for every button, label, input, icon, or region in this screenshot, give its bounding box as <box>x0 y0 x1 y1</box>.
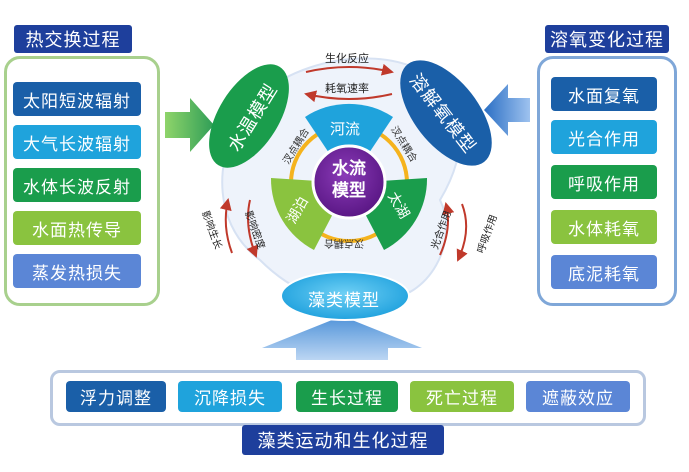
top-arrow-right <box>305 63 394 76</box>
right-arrow-down <box>456 203 468 262</box>
left-item-4: 蒸发热损失 <box>13 254 141 288</box>
top-label-1: 耗氧速率 <box>325 82 369 95</box>
bottom-arrow <box>262 316 422 360</box>
top-label-0: 生化反应 <box>325 52 369 65</box>
bottom-item-0: 浮力调整 <box>66 381 166 412</box>
right-item-2: 呼吸作用 <box>551 165 657 199</box>
bottom-item-1: 沉降损失 <box>178 381 282 412</box>
right-item-1: 光合作用 <box>551 120 657 154</box>
left-arrow-down <box>246 199 258 258</box>
bottom-panel-header: 藻类运动和生化过程 <box>242 425 444 455</box>
core-label: 水流模型 <box>322 158 376 202</box>
right-arrow <box>484 84 530 136</box>
left-arrow-up <box>219 198 233 254</box>
core-circle <box>311 144 387 220</box>
bottom-item-4: 遮蔽效应 <box>526 381 630 412</box>
left-item-3: 水面热传导 <box>13 211 141 245</box>
coupling-label-2: 汊点耦合 <box>324 237 364 248</box>
right-arrow-up <box>439 202 455 256</box>
algae-model-ellipse <box>280 271 410 321</box>
water-temp-model-ellipse <box>209 64 289 168</box>
top-arrow-left <box>304 90 393 103</box>
left-item-2: 水体长波反射 <box>13 168 141 202</box>
left-item-1: 大气长波辐射 <box>13 125 141 159</box>
bottom-item-2: 生长过程 <box>296 381 398 412</box>
sector-river <box>305 103 393 183</box>
right-item-4: 底泥耗氧 <box>551 255 657 289</box>
algae-model-label: 藻类模型 <box>308 291 380 311</box>
core-label-text: 水流模型 <box>332 159 366 201</box>
left-item-0: 太阳短波辐射 <box>13 82 141 116</box>
bottom-item-3: 死亡过程 <box>410 381 514 412</box>
right-item-3: 水体耗氧 <box>551 210 657 244</box>
right-panel-header: 溶氧变化过程 <box>545 25 669 53</box>
do-model-ellipse <box>400 60 492 166</box>
segment-river-label: 河流 <box>330 120 361 138</box>
right-item-0: 水面复氧 <box>551 77 657 111</box>
left-arrow <box>165 98 214 152</box>
left-panel-header: 热交换过程 <box>14 25 132 53</box>
